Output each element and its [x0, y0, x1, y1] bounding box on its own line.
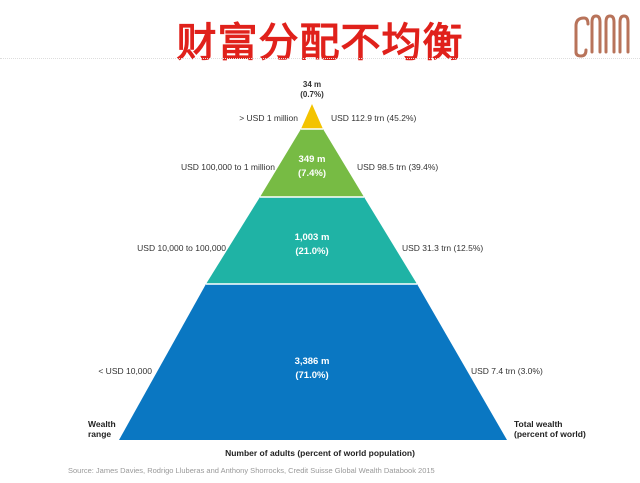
tier3-total-wealth: USD 31.3 trn (12.5%)	[402, 243, 484, 253]
total-wealth-line1: Total wealth	[514, 419, 563, 429]
tier-4	[119, 284, 507, 440]
title-divider	[0, 58, 640, 61]
tier2-total-wealth: USD 98.5 trn (39.4%)	[357, 162, 439, 172]
tier4-wealth-range: < USD 10,000	[98, 366, 152, 376]
wealth-range-line1: Wealth	[88, 419, 116, 429]
brand-logo	[574, 14, 630, 58]
wealth-range-line2: range	[88, 429, 112, 439]
top-tier-share: (0.7%)	[300, 90, 324, 99]
top-tier-total-wealth: USD 112.9 trn (45.2%)	[331, 113, 417, 123]
tier4-share: (71.0%)	[295, 370, 329, 381]
top-tier-count-value: 34 m	[302, 80, 322, 89]
tier-2	[260, 129, 364, 197]
tier2-count: 349 m	[298, 154, 326, 165]
tier2-inner-label: 349 m (7.4%)	[252, 153, 372, 181]
tier4-inner-label: 3,386 m (71.0%)	[252, 355, 372, 383]
top-tier-count: 34 m (0.7%)	[282, 80, 342, 100]
top-tier-wealth-range: > USD 1 million	[239, 113, 298, 123]
tier4-total-wealth: USD 7.4 trn (3.0%)	[471, 366, 543, 376]
tier4-count: 3,386 m	[294, 356, 330, 367]
total-wealth-line2: (percent of world)	[514, 429, 586, 439]
tier-3	[206, 197, 417, 284]
tier2-wealth-range: USD 100,000 to 1 million	[180, 162, 275, 172]
number-of-adults-label: Number of adults (percent of world popul…	[225, 448, 415, 458]
tier3-wealth-range: USD 10,000 to 100,000	[137, 243, 226, 253]
tier3-count: 1,003 m	[294, 232, 330, 243]
wealth-range-label: Wealth range	[88, 419, 116, 439]
tier-top	[301, 104, 323, 129]
tier3-inner-label: 1,003 m (21.0%)	[252, 231, 372, 259]
source-note: Source: James Davies, Rodrigo Lluberas a…	[68, 466, 435, 475]
total-wealth-label: Total wealth (percent of world)	[514, 419, 586, 439]
tier3-share: (21.0%)	[295, 246, 329, 257]
tier2-share: (7.4%)	[298, 168, 326, 179]
